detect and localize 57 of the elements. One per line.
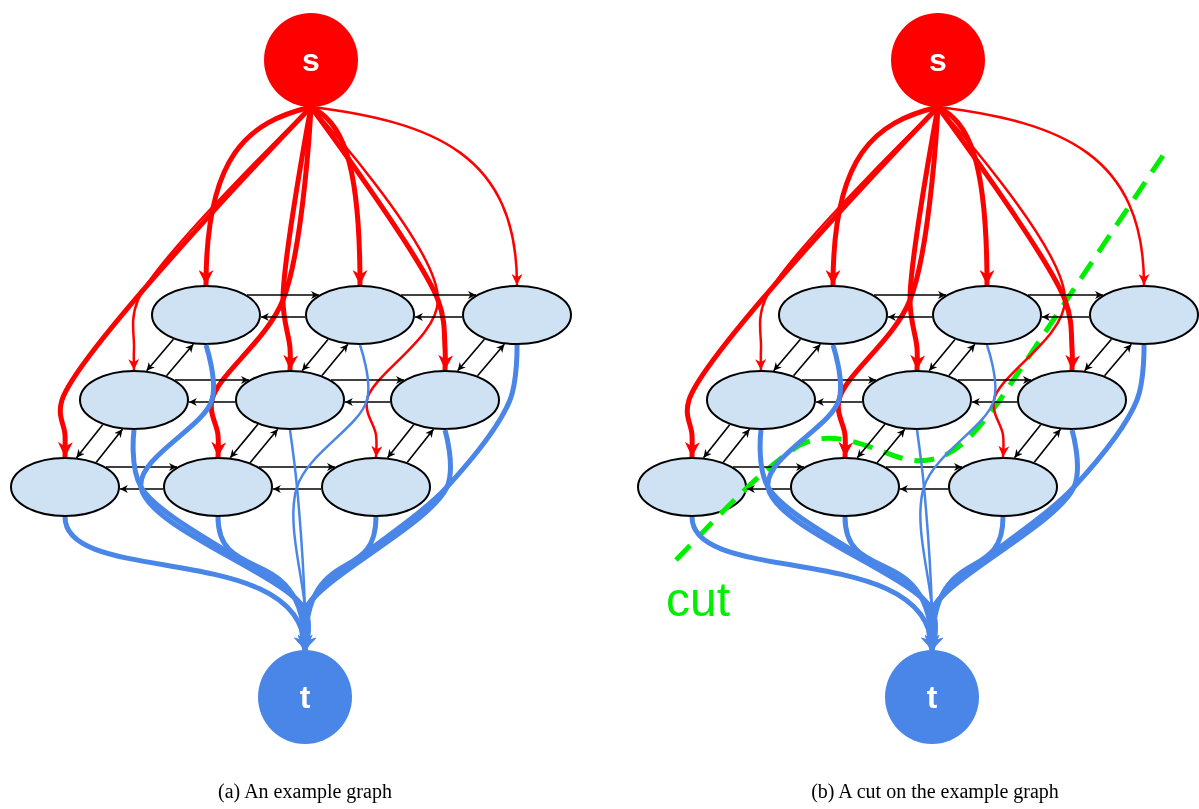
arrow <box>229 423 259 459</box>
node-label: t <box>299 681 311 713</box>
arrow <box>105 463 178 471</box>
arrow <box>130 429 317 651</box>
arrow <box>928 338 956 372</box>
arrow <box>1103 343 1133 377</box>
arrow <box>330 376 405 384</box>
arrow <box>971 398 1018 406</box>
arrow <box>772 338 802 372</box>
arrow <box>75 423 104 459</box>
arrow <box>792 343 822 377</box>
arrow <box>876 428 906 464</box>
arrow <box>757 429 944 651</box>
arrow <box>873 291 947 299</box>
caption: (b) A cut on the example graph <box>811 781 1059 801</box>
arrow <box>899 485 949 493</box>
arrow <box>119 485 164 493</box>
arrow <box>260 313 306 321</box>
arrow <box>1027 291 1104 299</box>
arrow <box>1013 423 1042 459</box>
arrow <box>95 428 124 464</box>
cut-label: cut <box>666 576 730 624</box>
arrow <box>165 343 195 377</box>
arrow <box>414 313 463 321</box>
arrow <box>801 376 877 384</box>
arrow <box>321 343 349 377</box>
arrow <box>948 343 976 377</box>
arrow <box>301 338 329 372</box>
arrow <box>887 313 933 321</box>
arrow <box>145 338 175 372</box>
arrow <box>746 485 791 493</box>
arrow <box>722 428 751 464</box>
arrow <box>249 428 279 464</box>
arrow <box>456 338 486 372</box>
arrow <box>1041 313 1090 321</box>
arrow <box>476 343 506 377</box>
arrow <box>815 398 863 406</box>
arrow <box>344 398 391 406</box>
arrow <box>246 291 320 299</box>
arrow <box>406 428 435 464</box>
arrow <box>174 376 250 384</box>
arrow <box>258 463 336 471</box>
arrow <box>732 463 805 471</box>
arrow <box>272 485 322 493</box>
arrow <box>856 423 886 459</box>
arrow <box>885 463 963 471</box>
arrow <box>188 398 236 406</box>
arrow <box>400 291 477 299</box>
arrow <box>386 423 415 459</box>
arrow <box>1083 338 1113 372</box>
node-label: s <box>929 44 947 76</box>
node-label: t <box>926 681 938 713</box>
caption: (a) An example graph <box>218 781 392 801</box>
arrow <box>702 423 731 459</box>
arrow <box>957 376 1032 384</box>
arrow <box>1033 428 1062 464</box>
node-label: s <box>302 44 320 76</box>
